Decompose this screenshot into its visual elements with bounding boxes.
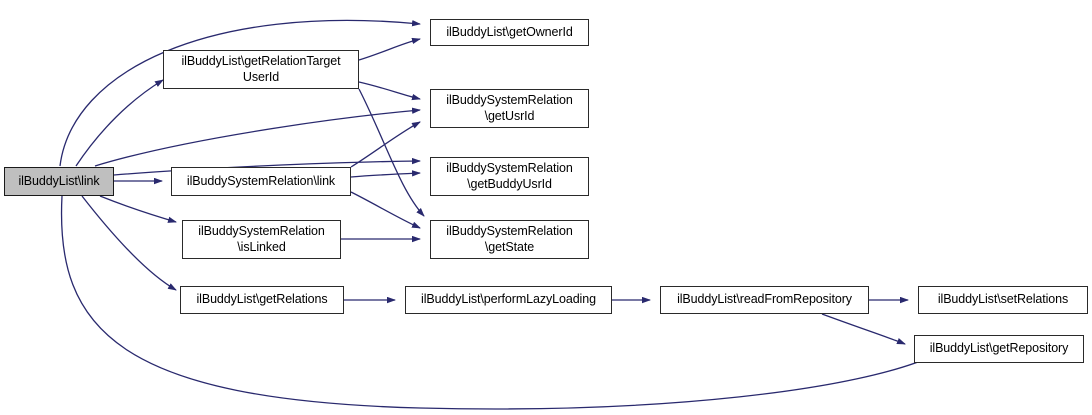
node-getRelationTargetUserId[interactable]: ilBuddyList\getRelationTarget UserId [163, 50, 359, 89]
node-getRepository[interactable]: ilBuddyList\getRepository [914, 335, 1084, 363]
edge-root-to-getUsrId [94, 107, 421, 167]
node-label-root: ilBuddyList\link [18, 173, 100, 188]
node-label-setRelations: ilBuddyList\setRelations [937, 292, 1069, 307]
node-label-getRelations: ilBuddyList\getRelations [196, 292, 328, 307]
edge-root-to-getRelations [81, 195, 177, 291]
node-label-getUsrId: ilBuddySystemRelation \getUsrId [446, 93, 573, 123]
edge-readFromRepository-to-getRepository [821, 313, 906, 345]
edge-relLink-to-getUsrId [350, 121, 421, 168]
node-label-getOwnerId: ilBuddyList\getOwnerId [446, 24, 573, 39]
node-getRelations[interactable]: ilBuddyList\getRelations [180, 286, 344, 314]
edge-root-to-isLinked [99, 195, 177, 223]
node-label-getRelationTargetUserId: ilBuddyList\getRelationTarget UserId [181, 54, 341, 84]
edge-root-to-getRelationTargetUserId [75, 79, 164, 167]
node-relLink[interactable]: ilBuddySystemRelation\link [171, 167, 351, 196]
node-root[interactable]: ilBuddyList\link [4, 167, 114, 196]
node-label-performLazyLoading: ilBuddyList\performLazyLoading [421, 292, 596, 307]
node-getBuddyUsrId[interactable]: ilBuddySystemRelation \getBuddyUsrId [430, 157, 589, 196]
node-label-isLinked: ilBuddySystemRelation \isLinked [198, 224, 325, 254]
node-getOwnerId[interactable]: ilBuddyList\getOwnerId [430, 19, 589, 46]
node-readFromRepository[interactable]: ilBuddyList\readFromRepository [660, 286, 869, 314]
edge-getRelationTargetUserId-to-getUsrId [358, 81, 421, 101]
edge-relLink-to-getState [350, 191, 421, 229]
edge-relLink-to-getBuddyUsrId [350, 170, 421, 178]
node-getUsrId[interactable]: ilBuddySystemRelation \getUsrId [430, 89, 589, 128]
node-label-getState: ilBuddySystemRelation \getState [446, 224, 573, 254]
node-label-relLink: ilBuddySystemRelation\link [186, 173, 336, 188]
node-getState[interactable]: ilBuddySystemRelation \getState [430, 220, 589, 259]
edge-getRelationTargetUserId-to-getState [358, 88, 425, 217]
edge-root-to-getOwnerId [59, 19, 421, 167]
node-isLinked[interactable]: ilBuddySystemRelation \isLinked [182, 220, 341, 259]
node-label-getBuddyUsrId: ilBuddySystemRelation \getBuddyUsrId [446, 161, 573, 191]
node-performLazyLoading[interactable]: ilBuddyList\performLazyLoading [405, 286, 612, 314]
node-label-readFromRepository: ilBuddyList\readFromRepository [677, 292, 852, 307]
edge-getRelationTargetUserId-to-getOwnerId [358, 37, 421, 61]
node-label-getRepository: ilBuddyList\getRepository [929, 341, 1069, 356]
node-setRelations[interactable]: ilBuddyList\setRelations [918, 286, 1088, 314]
